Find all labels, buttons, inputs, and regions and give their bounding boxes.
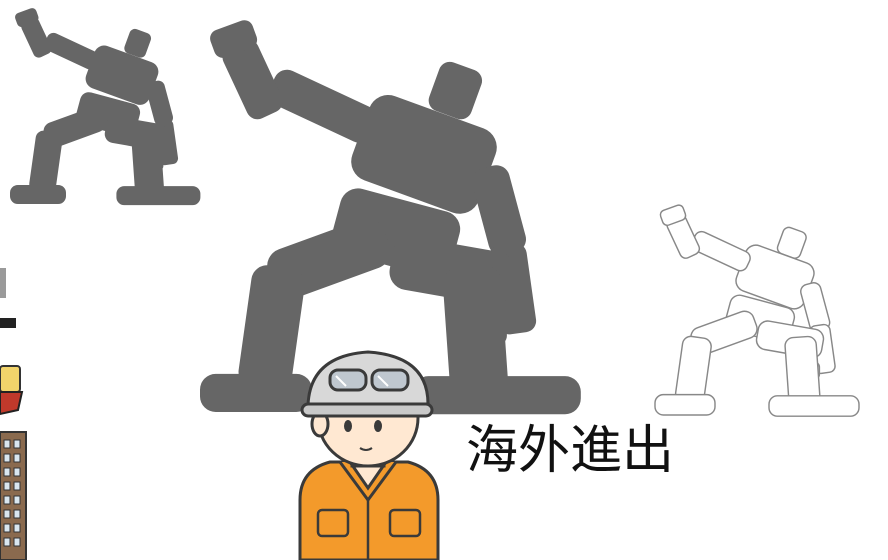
worker-helmet-icon	[298, 350, 440, 560]
factory-building-icon	[0, 268, 27, 560]
robot-silhouette-icon-small	[10, 6, 201, 206]
caption-text: 海外進出	[466, 421, 674, 481]
robot-outline-icon	[654, 203, 860, 417]
